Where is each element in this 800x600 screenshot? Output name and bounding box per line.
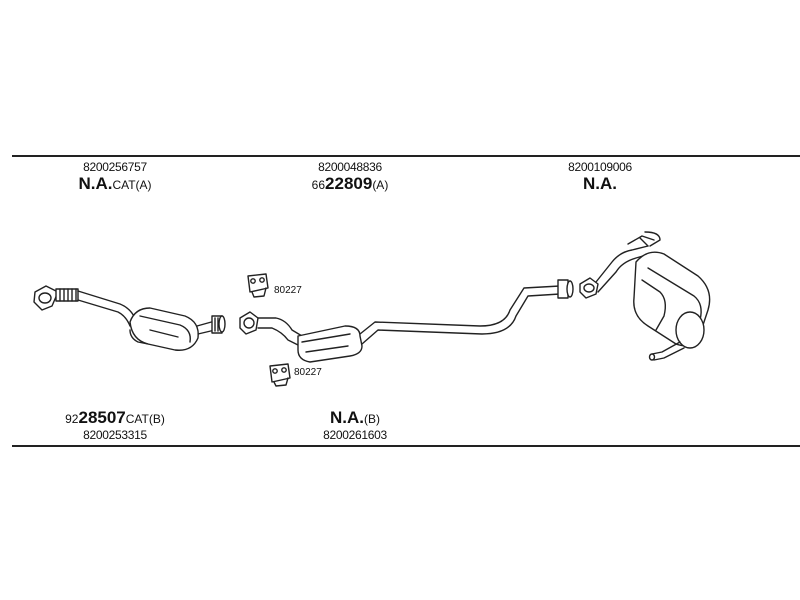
clip-label-lower: 80227 — [294, 367, 322, 378]
catalyst-outlet — [196, 315, 226, 335]
rear-silencer-label: 8200109006 N.A. — [540, 160, 660, 194]
part-number: 8200048836 — [318, 160, 382, 174]
part-number: 8200256757 — [83, 160, 147, 174]
middle-pipe-bottom-label: N.A.(B) 8200261603 — [295, 408, 415, 442]
middle-silencer — [297, 325, 363, 363]
rear-connector — [557, 279, 574, 299]
suffix: (A) — [372, 178, 389, 192]
front-flange — [33, 285, 59, 311]
middle-pipe-front — [257, 317, 303, 347]
code: N.A. — [330, 408, 364, 427]
catalytic-converter — [129, 307, 199, 351]
top-rule — [12, 155, 800, 157]
middle-pipe-rear — [359, 285, 561, 345]
clip-label-upper: 80227 — [274, 285, 302, 296]
suffix: (B) — [364, 412, 380, 426]
code: N.A. — [583, 174, 617, 193]
front-pipe-catalyst-label: 8200256757 N.A.CAT(A) — [55, 160, 175, 194]
rear-silencer — [633, 251, 711, 349]
flex-joint — [55, 288, 79, 302]
prefix: 92 — [65, 412, 79, 426]
rubber-clip-upper — [247, 273, 269, 298]
rubber-clip-lower — [269, 363, 291, 387]
rear-flange — [579, 277, 599, 299]
part-number: 8200261603 — [323, 428, 387, 442]
suffix: CAT(B) — [125, 412, 165, 426]
bottom-rule — [12, 445, 800, 447]
part-number: 8200253315 — [83, 428, 147, 442]
part-number: 8200109006 — [568, 160, 632, 174]
middle-silencer-label: 8200048836 6622809(A) — [290, 160, 410, 194]
suffix: CAT(A) — [112, 178, 152, 192]
tailpipe — [651, 341, 685, 361]
front-pipe — [77, 290, 136, 327]
rear-pipe — [595, 245, 651, 293]
code: 28507 — [78, 408, 126, 427]
catalyst-bottom-label: 9228507CAT(B) 8200253315 — [50, 408, 180, 442]
prefix: 66 — [311, 178, 326, 192]
code: N.A. — [78, 174, 113, 193]
middle-flange — [239, 311, 259, 335]
code: 22809 — [325, 174, 373, 193]
